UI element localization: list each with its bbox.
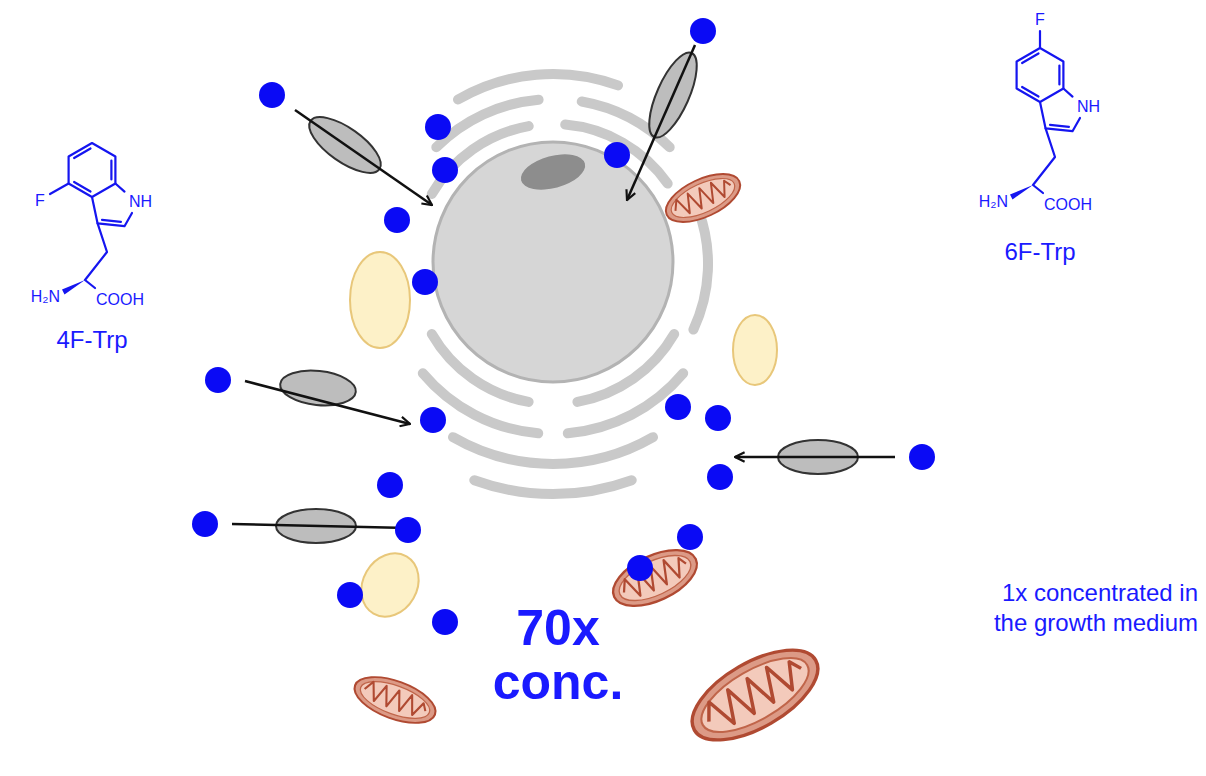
endoplasmic-reticulum <box>423 74 708 494</box>
molecule-dot <box>377 472 403 498</box>
compound-name: 6F-Trp <box>1004 237 1075 267</box>
molecule-dot <box>395 517 421 543</box>
import-arrow <box>245 381 410 424</box>
molecule-dot <box>690 18 716 44</box>
molecule-dot <box>384 207 410 233</box>
transporter <box>232 509 408 543</box>
molecule-dots <box>192 18 935 635</box>
atom-label: COOH <box>1044 195 1092 215</box>
6f-trp-structure <box>1010 48 1080 200</box>
molecule-dot <box>425 114 451 140</box>
transporter <box>735 440 895 474</box>
transporter <box>245 367 410 424</box>
molecule-dot <box>627 555 653 581</box>
molecule-dot <box>432 157 458 183</box>
molecule-dot <box>412 269 438 295</box>
atom-label: F <box>35 191 45 211</box>
atom-label: NH <box>1077 97 1100 117</box>
atom-label: H₂N <box>31 287 60 307</box>
er-band <box>474 480 631 494</box>
atom-label: H₂N <box>979 192 1008 212</box>
er-band <box>458 74 618 100</box>
atom-label: NH <box>129 192 152 212</box>
4f-trp-structure <box>62 143 132 295</box>
atom-label: COOH <box>1044 195 1092 215</box>
transporter <box>295 107 432 205</box>
vesicle <box>733 315 777 385</box>
fluorine-bond <box>1039 31 1041 48</box>
nucleolus <box>517 148 589 196</box>
cell-membrane-line <box>310 56 853 768</box>
atom-label: COOH <box>96 290 144 310</box>
transporter <box>627 45 706 200</box>
atom-label: COOH <box>96 290 144 310</box>
vesicle <box>350 543 430 627</box>
cell: 70x conc. <box>300 45 860 774</box>
er-band <box>436 100 538 148</box>
compound-name: 6F-Trp <box>1004 237 1075 267</box>
compound-name: 4F-Trp <box>56 325 127 355</box>
import-arrow <box>295 110 432 205</box>
er-band <box>693 211 708 330</box>
concentration-label: 70x conc. <box>468 601 648 709</box>
vesicle <box>350 252 410 348</box>
fluorine-bond <box>50 184 69 195</box>
atom-label: F <box>35 191 45 211</box>
molecule-dot <box>665 394 691 420</box>
atom-label: H₂N <box>31 287 60 307</box>
import-arrow <box>735 456 895 459</box>
mitochondrion <box>349 668 442 732</box>
molecule-dot <box>205 367 231 393</box>
compound-name: 4F-Trp <box>56 325 127 355</box>
molecule-dot <box>705 405 731 431</box>
molecule-dot <box>259 82 285 108</box>
molecule-dot <box>677 524 703 550</box>
er-band <box>453 437 653 464</box>
atom-label: F <box>1035 10 1045 30</box>
molecule-dot <box>604 142 630 168</box>
medium-note: 1x concentrated in the growth medium <box>966 578 1198 638</box>
cell-membrane <box>310 56 853 768</box>
mitochondrion <box>678 632 832 758</box>
molecule-dot <box>192 511 218 537</box>
molecule-dot <box>420 407 446 433</box>
atom-label: H₂N <box>979 192 1008 212</box>
mitochondrion <box>605 539 706 618</box>
atom-label: NH <box>1077 97 1100 117</box>
import-arrow <box>232 524 408 528</box>
molecule-dot <box>707 464 733 490</box>
mitochondrion <box>659 164 747 232</box>
molecule-dot <box>432 609 458 635</box>
medium-note: 1x concentrated in the growth medium <box>966 578 1198 638</box>
molecule-dot <box>909 444 935 470</box>
transporter-channel <box>278 367 357 409</box>
concentration-label: 70x conc. <box>468 601 648 709</box>
molecule-dot <box>337 582 363 608</box>
atom-label: F <box>1035 10 1045 30</box>
atom-label: NH <box>129 192 152 212</box>
import-arrow <box>627 45 695 200</box>
